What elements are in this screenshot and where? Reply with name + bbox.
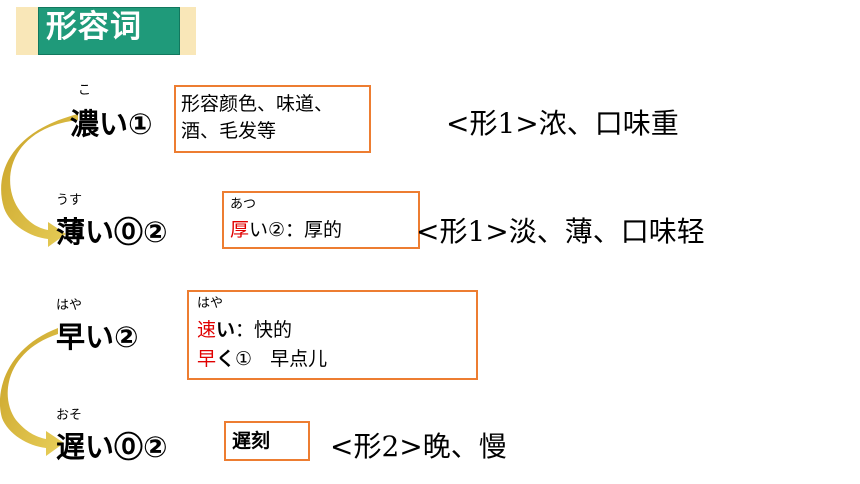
note-box-koi: 形容颜色、味道、 酒、毛发等 xyxy=(174,85,371,153)
note-furigana-haya: はや xyxy=(197,296,224,311)
kanji-haya-fast: 速 xyxy=(197,319,217,341)
meaning-usui: <形1>淡、薄、口味轻 xyxy=(416,215,705,248)
title-badge xyxy=(16,7,196,55)
kana-ku: く xyxy=(216,348,236,370)
meaning-koi: <形1>浓、口味重 xyxy=(446,107,679,140)
kanji-atsu: 厚 xyxy=(230,219,250,241)
meaning-osoi: <形2>晚、慢 xyxy=(330,430,507,463)
word-osoi: 遅い⓪② xyxy=(56,430,168,464)
note-atsui-rest: い②：厚的 xyxy=(249,219,343,241)
note-line-2: 酒、毛发等 xyxy=(181,120,277,142)
note-early-rest: 早点儿 xyxy=(270,348,328,370)
note-hayai-fast: 速い：快的 xyxy=(197,317,292,344)
note-line-1: 形容颜色、味道、 xyxy=(181,93,334,115)
accent-num: ① xyxy=(235,348,253,370)
kanji-haya-early: 早 xyxy=(197,348,217,370)
furigana-usui: うす xyxy=(56,193,83,208)
arrow-hayai-to-osoi xyxy=(0,328,64,456)
word-usui: 薄い⓪② xyxy=(56,215,168,249)
furigana-koi: こ xyxy=(78,83,92,98)
word-hayai: 早い② xyxy=(56,320,139,354)
word-koi: 濃い① xyxy=(70,107,153,141)
furigana-osoi: おそ xyxy=(56,408,83,423)
furigana-hayai: はや xyxy=(56,298,83,313)
arrow-noi-to-usui xyxy=(1,114,78,247)
note-fast-rest: ：快的 xyxy=(235,319,293,341)
note-box-usui: あつ 厚い②：厚的 xyxy=(222,191,420,249)
kana-i: い xyxy=(216,319,236,341)
note-atsui: 厚い②：厚的 xyxy=(230,217,342,244)
note-chikoku: 遅刻 xyxy=(232,430,271,452)
note-hayaku: 早く① 早点儿 xyxy=(197,346,327,373)
note-furigana-atsu: あつ xyxy=(230,197,257,212)
title-badge-fill xyxy=(38,7,180,55)
note-box-osoi: 遅刻 xyxy=(224,421,310,461)
page-title: 形容词 xyxy=(46,9,142,45)
note-box-hayai: はや 速い：快的 早く① 早点儿 xyxy=(187,290,478,380)
